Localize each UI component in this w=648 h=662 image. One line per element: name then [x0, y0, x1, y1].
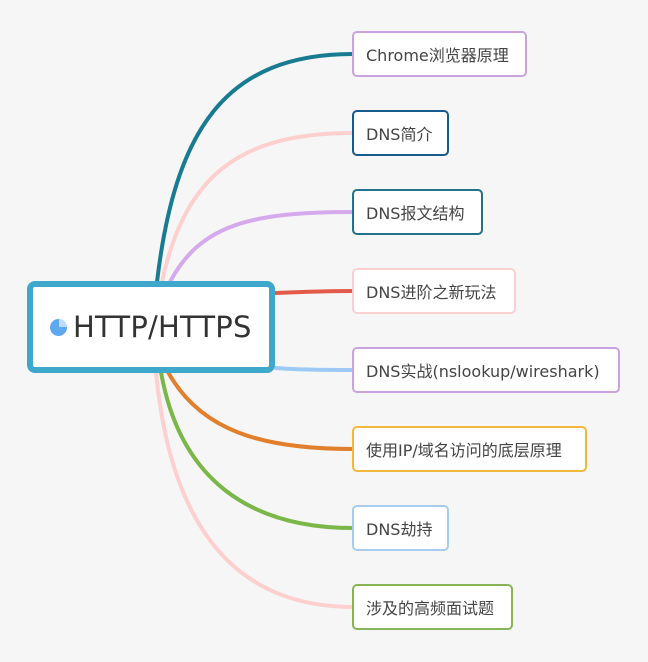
branch-topic-dns-practice[interactable]: DNS实战(nslookup/wireshark) [352, 347, 620, 393]
connector-line [274, 289, 355, 295]
branch-topic-label: DNS劫持 [366, 520, 433, 539]
root-topic[interactable]: HTTP/HTTPS [27, 281, 275, 373]
connector-line [274, 366, 355, 372]
branch-topic-ip-domain-access[interactable]: 使用IP/域名访问的底层原理 [352, 426, 587, 472]
branch-topic-label: 使用IP/域名访问的底层原理 [366, 441, 562, 460]
connector-line [166, 370, 355, 451]
branch-topic-dns-hijack[interactable]: DNS劫持 [352, 505, 449, 551]
branch-topic-label: DNS报文结构 [366, 204, 465, 223]
branch-topic-label: DNS进阶之新玩法 [366, 283, 497, 302]
branch-topic-label: Chrome浏览器原理 [366, 46, 509, 65]
branch-topic-dns-intro[interactable]: DNS简介 [352, 110, 449, 156]
connector-line [160, 131, 355, 284]
branch-topic-label: DNS简介 [366, 125, 433, 144]
connector-line [154, 370, 355, 609]
branch-topic-label: 涉及的高频面试题 [366, 599, 495, 618]
connector-line [168, 210, 355, 284]
branch-topic-chrome-principles[interactable]: Chrome浏览器原理 [352, 31, 527, 77]
root-topic-title: HTTP/HTTPS [73, 310, 252, 344]
progress-pie-icon [50, 318, 67, 336]
connector-line [155, 52, 355, 284]
branch-topic-dns-message-structure[interactable]: DNS报文结构 [352, 189, 483, 235]
branch-topic-interview-questions[interactable]: 涉及的高频面试题 [352, 584, 513, 630]
branch-topic-label: DNS实战(nslookup/wireshark) [366, 362, 600, 381]
connector-line [159, 370, 355, 530]
branch-topic-dns-advanced[interactable]: DNS进阶之新玩法 [352, 268, 516, 314]
